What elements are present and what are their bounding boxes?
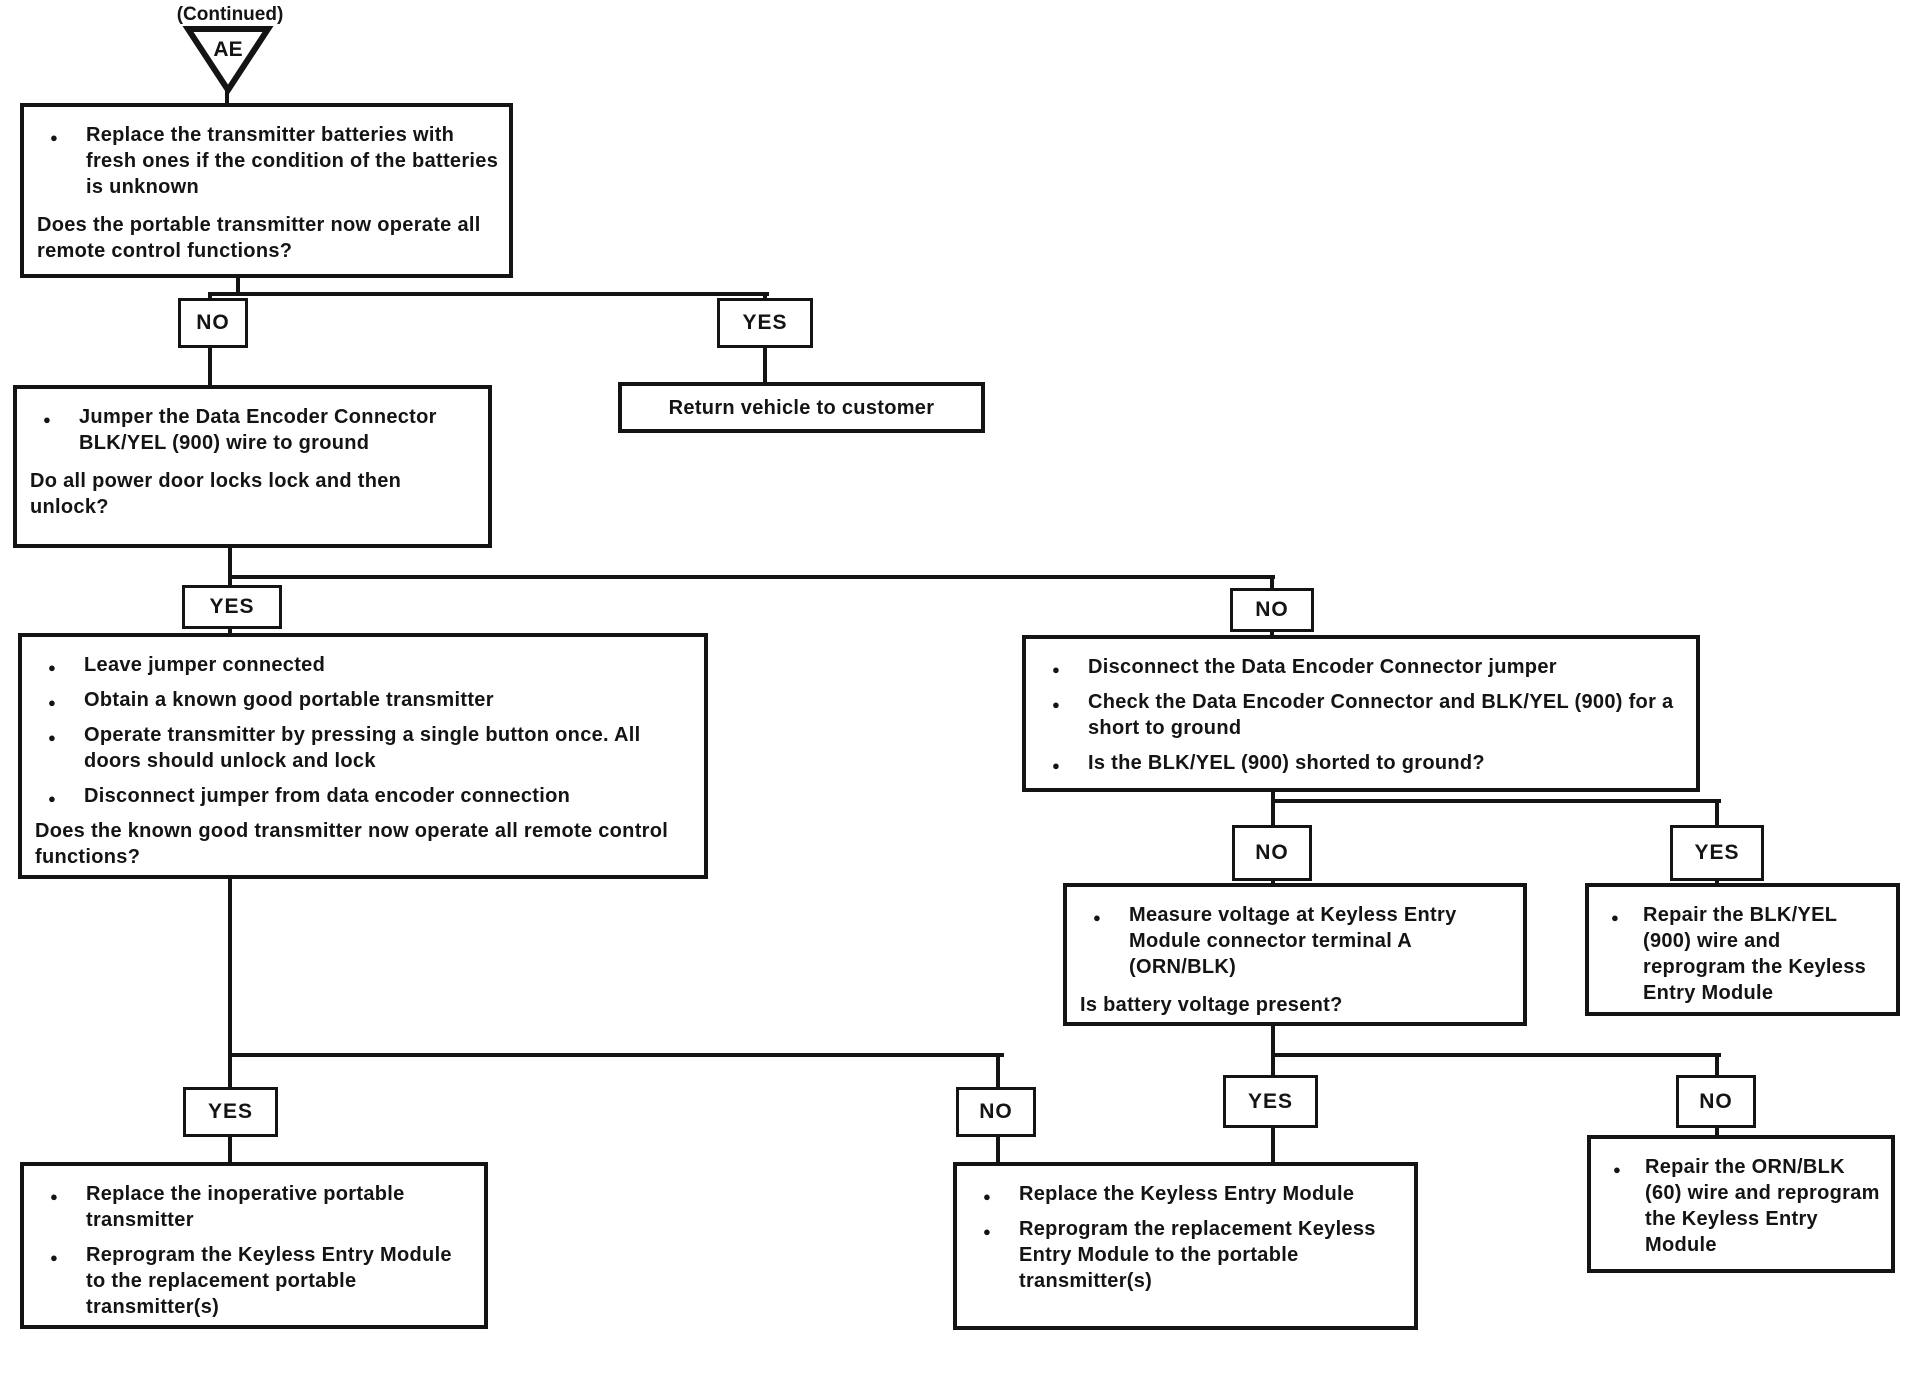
branch-label-text: NO xyxy=(196,311,230,334)
connector-line xyxy=(228,575,1275,579)
flow-node-known-good-transmitter: Leave jumper connected Obtain a known go… xyxy=(18,633,708,879)
decision-question: Is battery voltage present? xyxy=(1080,994,1343,1016)
connector-line xyxy=(1715,801,1719,827)
branch-label-yes: YES xyxy=(717,298,813,348)
connector-line xyxy=(1271,801,1275,827)
connector-line xyxy=(996,1055,1000,1089)
flow-node-replace-keyless-module: Replace the Keyless Entry Module Reprogr… xyxy=(953,1162,1418,1330)
branch-label-no: NO xyxy=(1676,1075,1756,1128)
connector-line xyxy=(1271,1025,1275,1055)
connector-line xyxy=(228,577,232,587)
branch-label-text: YES xyxy=(209,595,255,618)
step-bullet: Measure voltage at Keyless Entry Module … xyxy=(1077,902,1513,980)
terminal-text: Return vehicle to customer xyxy=(668,396,935,419)
step-bullet: Disconnect jumper from data encoder conn… xyxy=(32,783,694,812)
continuation-triangle-icon: AE xyxy=(182,26,274,96)
branch-label-text: NO xyxy=(979,1100,1013,1123)
connector-line xyxy=(1715,1055,1719,1077)
branch-label-yes: YES xyxy=(1670,825,1764,881)
step-bullet: Obtain a known good portable transmitter xyxy=(32,687,694,716)
flow-node-return-vehicle: Return vehicle to customer xyxy=(618,382,985,433)
step-bullet: Replace the transmitter batteries with f… xyxy=(34,122,499,200)
branch-label-text: YES xyxy=(1694,841,1740,864)
connector-id: AE xyxy=(213,38,242,61)
connector-line xyxy=(228,1137,232,1164)
flow-node-jumper-data-encoder: Jumper the Data Encoder Connector BLK/YE… xyxy=(13,385,492,548)
step-bullet: Repair the BLK/YEL (900) wire and reprog… xyxy=(1599,902,1886,1006)
connector-line xyxy=(228,1053,1004,1057)
branch-label-no: NO xyxy=(956,1087,1036,1137)
connector-line xyxy=(1271,879,1275,885)
branch-label-text: NO xyxy=(1699,1089,1733,1113)
connector-line xyxy=(1271,1126,1275,1164)
branch-label-text: YES xyxy=(207,1100,254,1123)
connector-line xyxy=(228,548,232,577)
flow-node-measure-voltage: Measure voltage at Keyless Entry Module … xyxy=(1063,883,1527,1026)
branch-label-text: NO xyxy=(1255,598,1289,621)
branch-label-text: YES xyxy=(742,311,788,334)
flow-node-repair-orn-blk: Repair the ORN/BLK (60) wire and reprogr… xyxy=(1587,1135,1895,1273)
branch-label-text: YES xyxy=(1247,1089,1294,1113)
connector-line xyxy=(236,277,240,296)
decision-question: Does the portable transmitter now operat… xyxy=(37,214,481,262)
branch-label-yes: YES xyxy=(1223,1075,1318,1128)
step-bullet: Jumper the Data Encoder Connector BLK/YE… xyxy=(27,404,478,456)
step-bullet: Replace the Keyless Entry Module xyxy=(967,1181,1404,1210)
connector-line xyxy=(996,1137,1000,1164)
connector-line xyxy=(228,878,232,1055)
connector-line xyxy=(225,88,229,104)
branch-label-yes: YES xyxy=(183,1087,278,1137)
connector-line xyxy=(1715,879,1719,885)
flow-node-replace-transmitter: Replace the inoperative portable transmi… xyxy=(20,1162,488,1329)
flow-node-repair-blk-yel: Repair the BLK/YEL (900) wire and reprog… xyxy=(1585,883,1900,1016)
connector-line xyxy=(228,629,232,635)
connector-line xyxy=(1271,792,1275,801)
connector-line xyxy=(763,348,767,382)
step-bullet: Operate transmitter by pressing a single… xyxy=(32,722,694,774)
decision-question: Does the known good transmitter now oper… xyxy=(35,820,669,868)
step-bullet: Reprogram the replacement Keyless Entry … xyxy=(967,1216,1404,1294)
connector-line xyxy=(228,1055,232,1089)
step-bullet: Replace the inoperative portable transmi… xyxy=(34,1181,474,1233)
decision-question: Do all power door locks lock and then un… xyxy=(30,470,402,518)
branch-label-no: NO xyxy=(1232,825,1312,881)
continued-label: (Continued) xyxy=(176,4,284,25)
branch-label-no: NO xyxy=(178,298,248,348)
connector-line xyxy=(208,292,769,296)
step-bullet: Disconnect the Data Encoder Connector ju… xyxy=(1036,654,1686,683)
connector-line xyxy=(1270,577,1274,590)
step-bullet: Repair the ORN/BLK (60) wire and reprogr… xyxy=(1601,1154,1881,1258)
connector-line xyxy=(1271,1055,1275,1077)
flow-node-replace-batteries: Replace the transmitter batteries with f… xyxy=(20,103,513,278)
branch-label-text: NO xyxy=(1255,841,1289,864)
connector-line xyxy=(208,348,212,385)
step-bullet: Reprogram the Keyless Entry Module to th… xyxy=(34,1242,474,1320)
branch-label-no: NO xyxy=(1230,588,1314,632)
branch-label-yes: YES xyxy=(182,585,282,629)
step-bullet: Check the Data Encoder Connector and BLK… xyxy=(1036,689,1686,741)
connector-line xyxy=(1271,799,1721,803)
connector-line xyxy=(1715,1126,1719,1137)
connector-line xyxy=(1270,632,1274,637)
step-bullet: Is the BLK/YEL (900) shorted to ground? xyxy=(1036,750,1686,779)
connector-line xyxy=(1271,1053,1721,1057)
flow-node-check-short-to-ground: Disconnect the Data Encoder Connector ju… xyxy=(1022,635,1700,792)
step-bullet: Leave jumper connected xyxy=(32,652,694,681)
